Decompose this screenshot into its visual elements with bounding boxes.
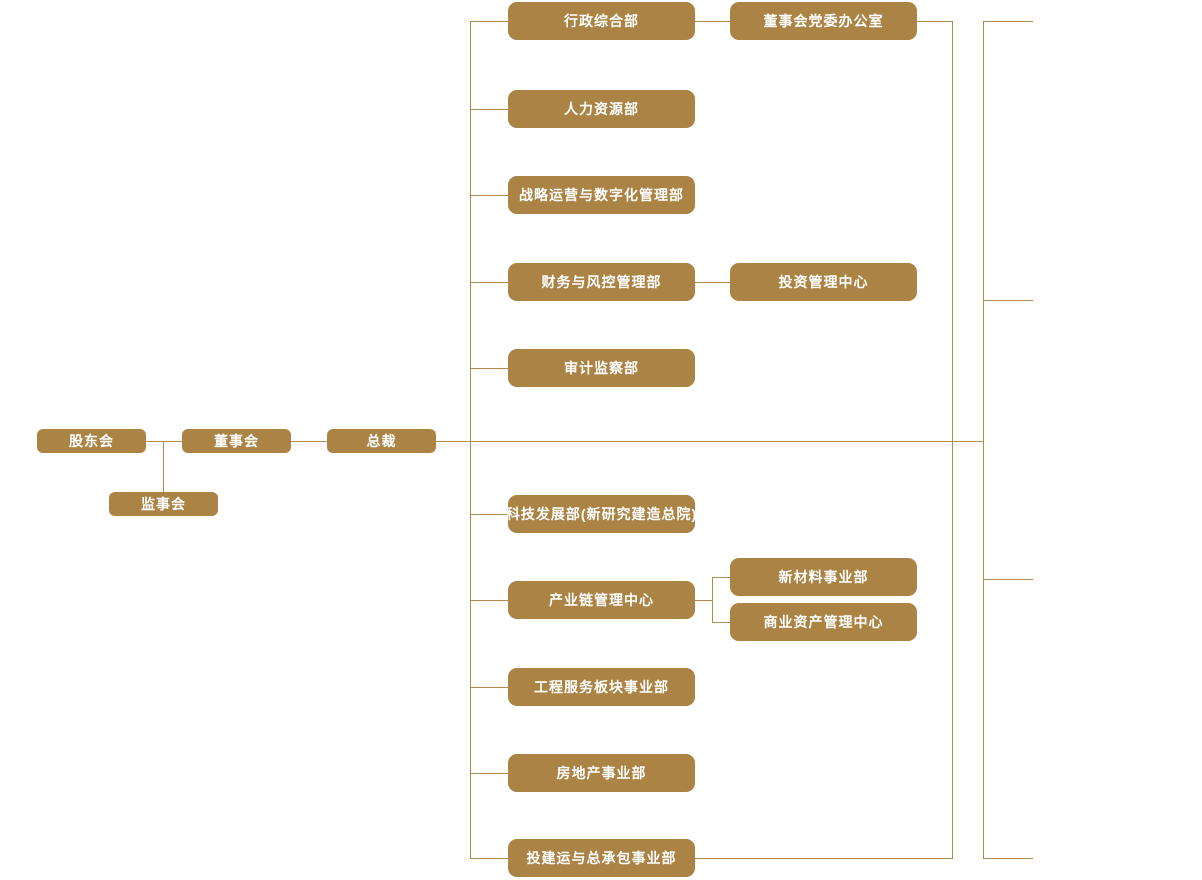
connector-segment	[470, 109, 508, 110]
connector-segment	[695, 600, 712, 601]
org-node-center-industry-chain: 产业链管理中心	[508, 581, 695, 619]
connector-segment	[712, 577, 730, 578]
connector-segment	[695, 282, 730, 283]
org-node-office-board-party-committee: 董事会党委办公室	[730, 2, 917, 40]
connector-segment	[470, 687, 508, 688]
connector-segment	[470, 858, 508, 859]
org-node-dept-finance-risk-control: 财务与风控管理部	[508, 263, 695, 301]
connector-segment	[983, 21, 1033, 22]
connector-segment	[470, 282, 508, 283]
org-node-dept-real-estate: 房地产事业部	[508, 754, 695, 792]
connector-segment	[695, 21, 730, 22]
org-node-dept-audit-supervision: 审计监察部	[508, 349, 695, 387]
connector-segment	[470, 600, 508, 601]
connector-segment	[436, 441, 983, 442]
connector-segment	[291, 441, 327, 442]
connector-segment	[470, 368, 508, 369]
org-node-center-commercial-assets: 商业资产管理中心	[730, 603, 917, 641]
org-node-dept-tech-development: 科技发展部(新研究建造总院)	[506, 495, 696, 533]
connector-segment	[470, 773, 508, 774]
connector-segment	[712, 622, 730, 623]
connector-segment	[983, 300, 1033, 301]
org-node-dept-invest-build-contracting: 投建运与总承包事业部	[508, 839, 695, 877]
org-node-dept-human-resources: 人力资源部	[508, 90, 695, 128]
connector-segment	[470, 195, 508, 196]
org-node-supervisory-board: 监事会	[109, 492, 218, 516]
org-node-dept-strategy-digitalization: 战略运营与数字化管理部	[508, 176, 695, 214]
connector-segment	[983, 21, 984, 859]
connector-segment	[712, 577, 713, 623]
connector-segment	[983, 579, 1033, 580]
org-node-president: 总裁	[327, 429, 436, 453]
connector-segment	[916, 21, 953, 22]
connector-segment	[695, 858, 953, 859]
connector-segment	[983, 858, 1033, 859]
org-node-dept-administrative-general: 行政综合部	[508, 2, 695, 40]
connector-segment	[470, 21, 471, 859]
connector-segment	[163, 441, 164, 492]
org-node-dept-new-materials: 新材料事业部	[730, 558, 917, 596]
connector-segment	[470, 514, 508, 515]
connector-segment	[470, 21, 508, 22]
org-node-dept-engineering-services: 工程服务板块事业部	[508, 668, 695, 706]
org-node-shareholders-meeting: 股东会	[37, 429, 146, 453]
connector-segment	[952, 21, 953, 859]
org-node-center-investment-management: 投资管理中心	[730, 263, 917, 301]
org-node-board-of-directors: 董事会	[182, 429, 291, 453]
connector-segment	[146, 441, 182, 442]
